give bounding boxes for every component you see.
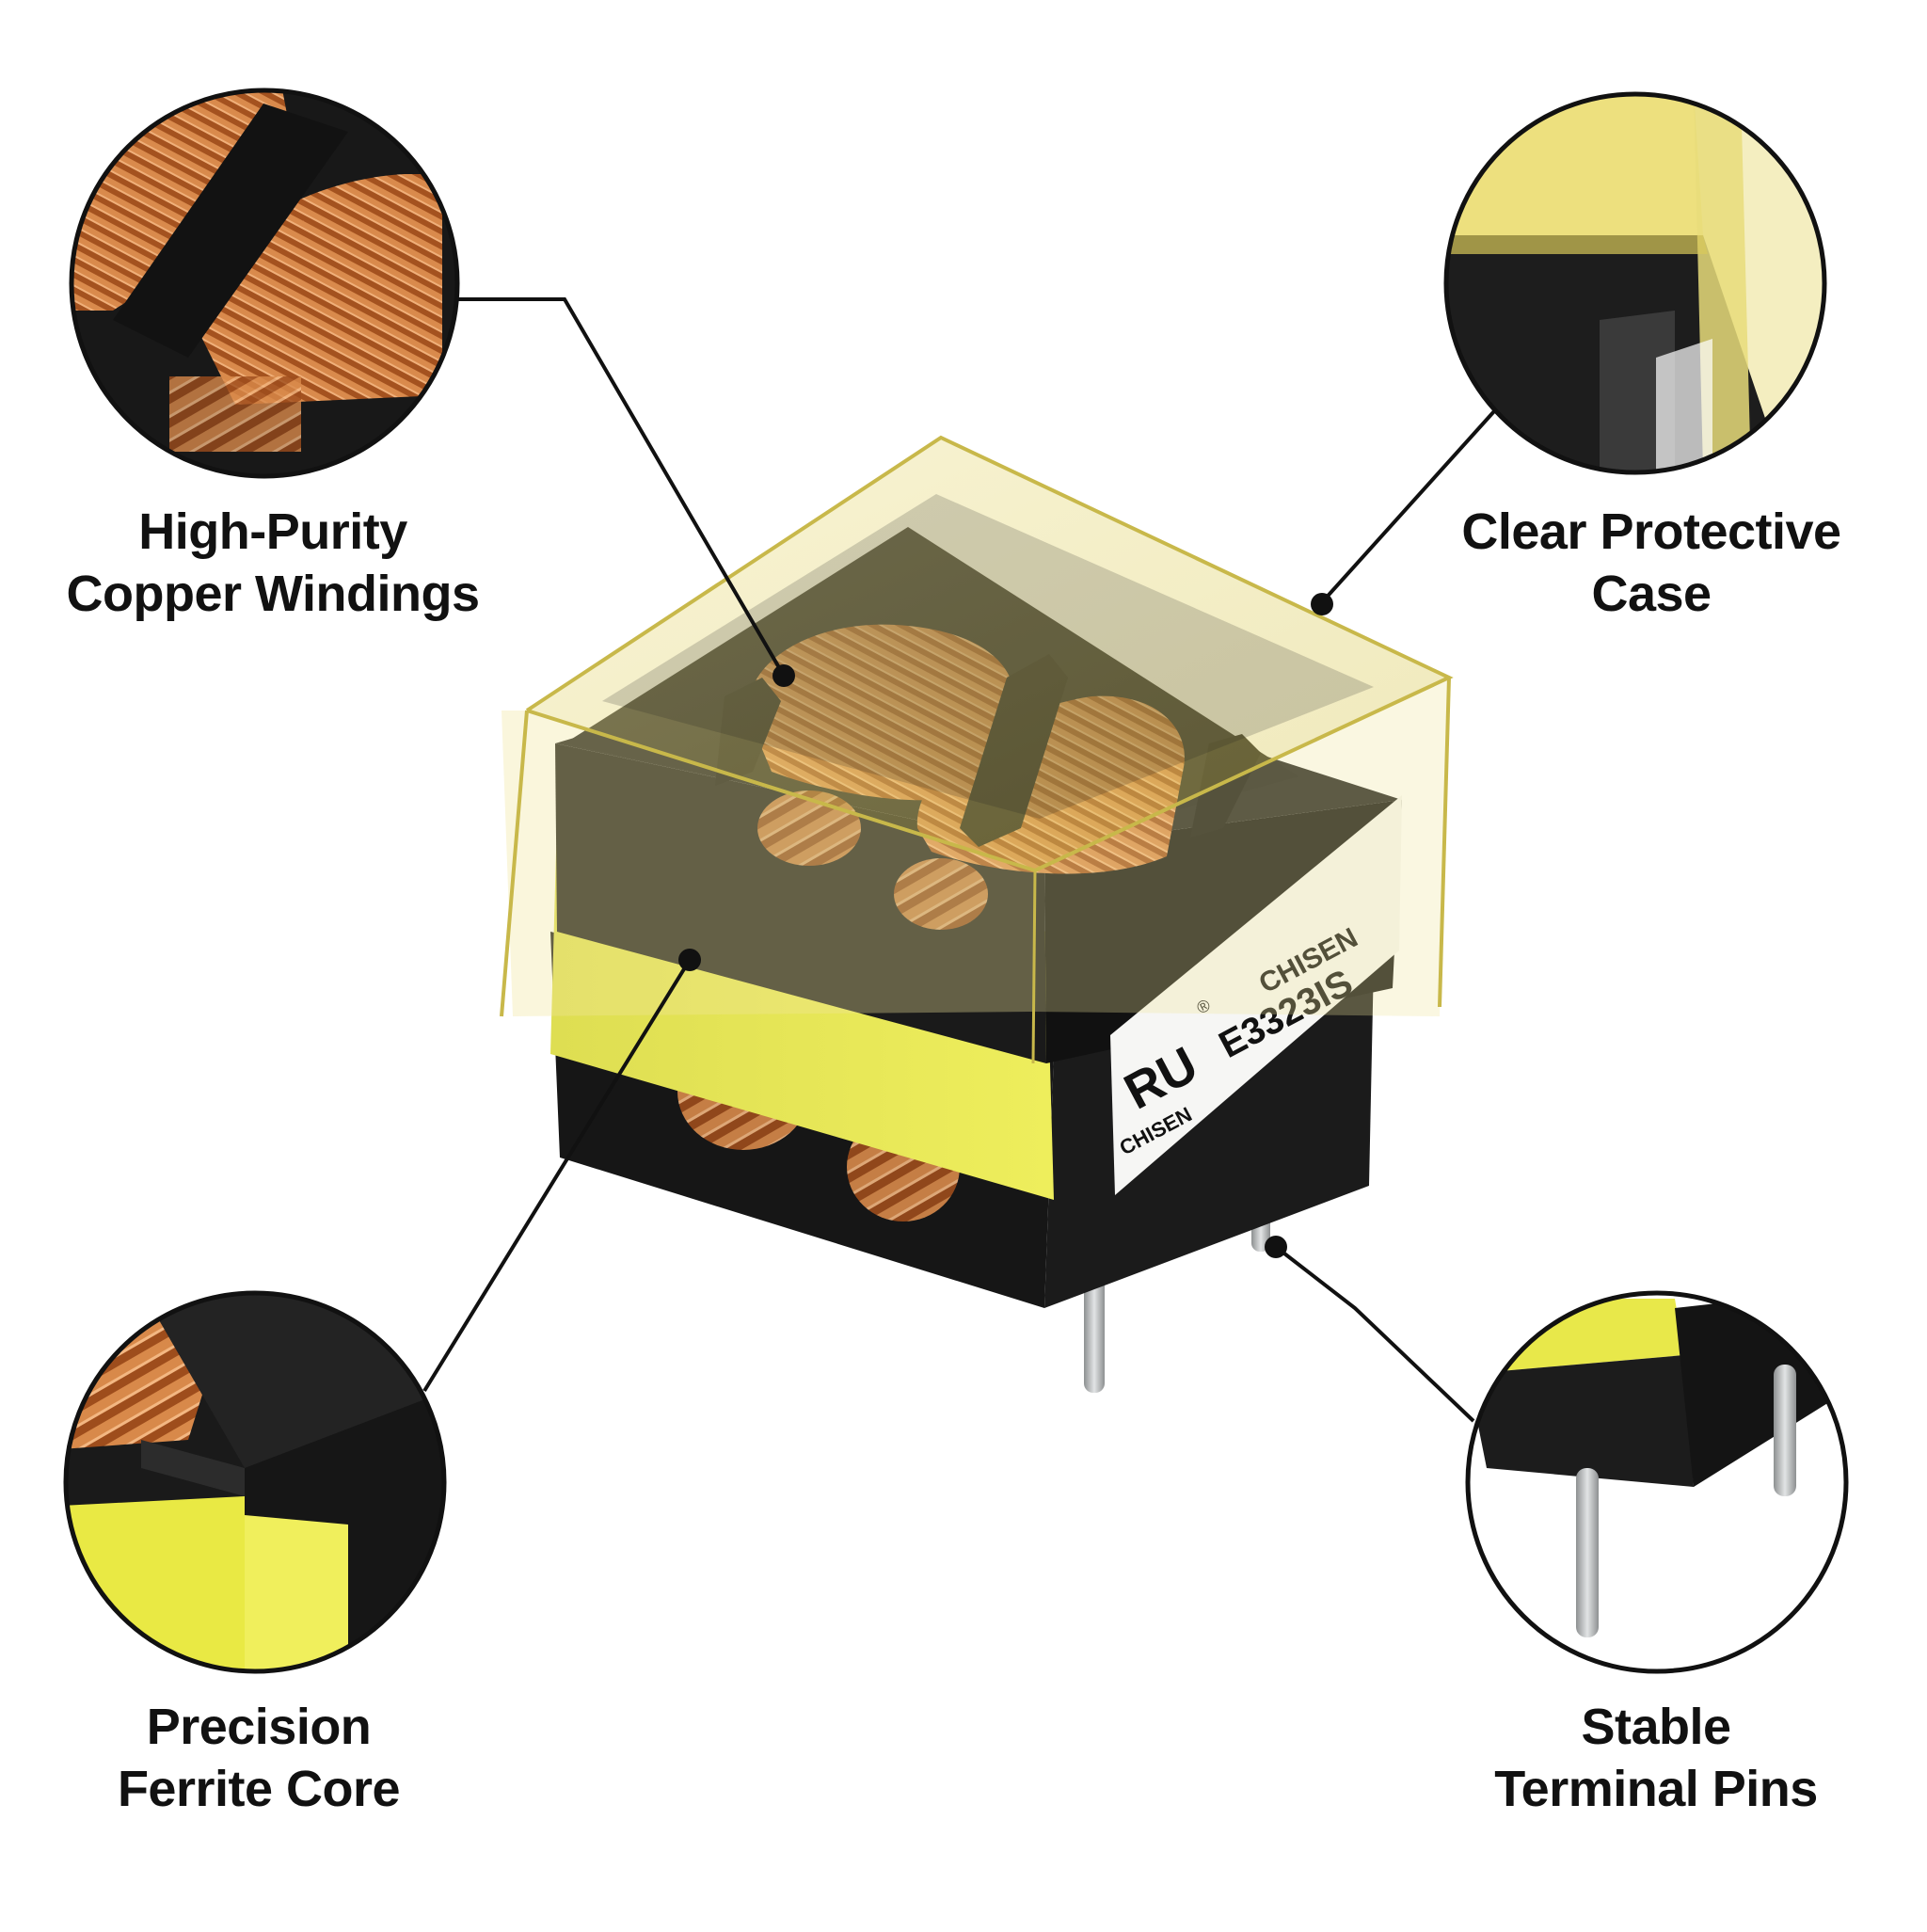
- terminal-pins-closeup-icon: [1465, 1290, 1849, 1674]
- leader-core: [422, 958, 692, 1393]
- leader-case: [1320, 409, 1496, 604]
- leader-lines: [422, 297, 1496, 1423]
- label-pins-line2: Terminal Pins: [1494, 1761, 1818, 1817]
- leader-pins: [1274, 1245, 1475, 1423]
- label-core-line2: Ferrite Core: [117, 1761, 401, 1817]
- label-terminal-pins: Stable Terminal Pins: [1449, 1696, 1863, 1820]
- dot-pins: [1265, 1236, 1287, 1258]
- label-ferrite-core: Precision Ferrite Core: [56, 1696, 461, 1820]
- dot-core: [678, 949, 701, 971]
- dot-case: [1311, 593, 1333, 615]
- label-copper-windings: High-Purity Copper Windings: [28, 501, 518, 625]
- label-core-line1: Precision: [146, 1699, 372, 1755]
- label-case-line1: Clear Protective: [1461, 503, 1841, 560]
- label-case-line2: Case: [1591, 566, 1712, 622]
- clear-case-corner-closeup-icon: [1443, 91, 1827, 475]
- dot-windings: [772, 664, 795, 687]
- leader-windings: [457, 297, 786, 678]
- transformer: RU ® CHISEN CHISEN E3323IS: [500, 435, 1454, 1393]
- leader-dots: [678, 593, 1333, 1258]
- label-protective-case: Clear Protective Case: [1402, 501, 1901, 625]
- product-label: RU ® CHISEN CHISEN E3323IS: [1110, 795, 1402, 1195]
- label-windings-line2: Copper Windings: [66, 566, 480, 622]
- label-windings-line1: High-Purity: [138, 503, 407, 560]
- ferrite-core-closeup-icon: [63, 1290, 447, 1674]
- label-pins-line1: Stable: [1581, 1699, 1731, 1755]
- clear-case: [500, 435, 1454, 1064]
- copper-coil-closeup-icon: [69, 88, 460, 479]
